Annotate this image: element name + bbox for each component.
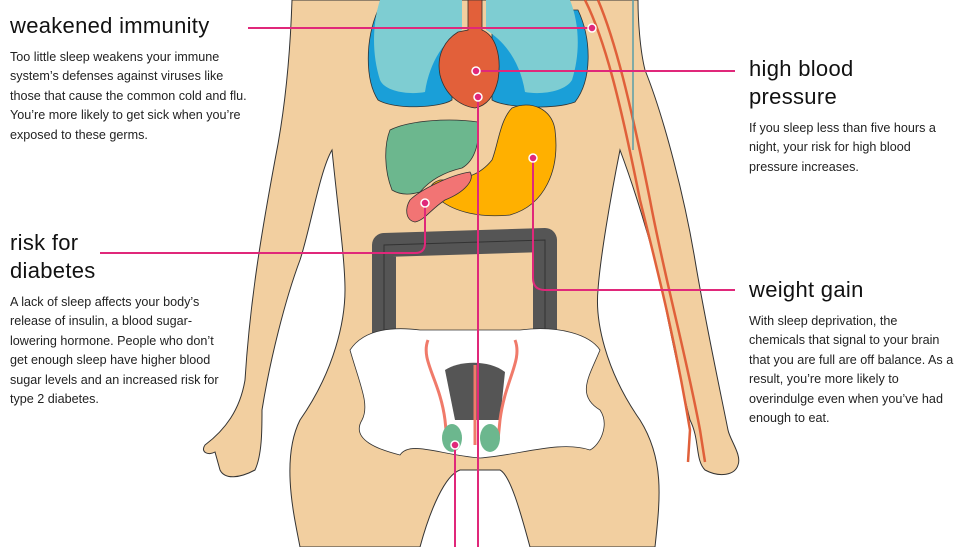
blood-pressure-title-line1: high blood	[749, 56, 854, 81]
weight-body: With sleep deprivation, the chemicals th…	[749, 314, 954, 426]
lungs	[367, 0, 589, 108]
pointer-dots	[420, 23, 597, 450]
immunity-title: weakened immunity	[10, 13, 210, 38]
diabetes-annotation: risk for diabetes A lack of sleep affect…	[10, 229, 226, 409]
weight-title: weight gain	[749, 277, 864, 302]
arm-blood-vessel	[583, 0, 707, 463]
diabetes-title-line2: diabetes	[10, 258, 96, 283]
blood-pressure-title-line2: pressure	[749, 84, 837, 109]
heart	[438, 0, 500, 109]
body-silhouette	[202, 0, 740, 547]
reproductive-organs	[424, 339, 519, 445]
immunity-body: Too little sleep weakens your immune sys…	[10, 50, 247, 142]
blood-pressure-annotation: high blood pressure If you sleep less th…	[749, 55, 954, 177]
liver	[385, 119, 479, 195]
right-testis	[480, 424, 500, 452]
diabetes-body: A lack of sleep affects your body’s rele…	[10, 295, 219, 407]
blood-pressure-body: If you sleep less than five hours a nigh…	[749, 121, 936, 174]
diabetes-title-line1: risk for	[10, 230, 79, 255]
weight-pointer	[532, 158, 735, 291]
pointer-lines	[100, 27, 735, 547]
weight-annotation: weight gain With sleep deprivation, the …	[749, 276, 954, 428]
pancreas	[406, 171, 472, 223]
immunity-annotation: weakened immunity Too little sleep weake…	[10, 12, 250, 145]
diabetes-pointer	[100, 203, 426, 254]
